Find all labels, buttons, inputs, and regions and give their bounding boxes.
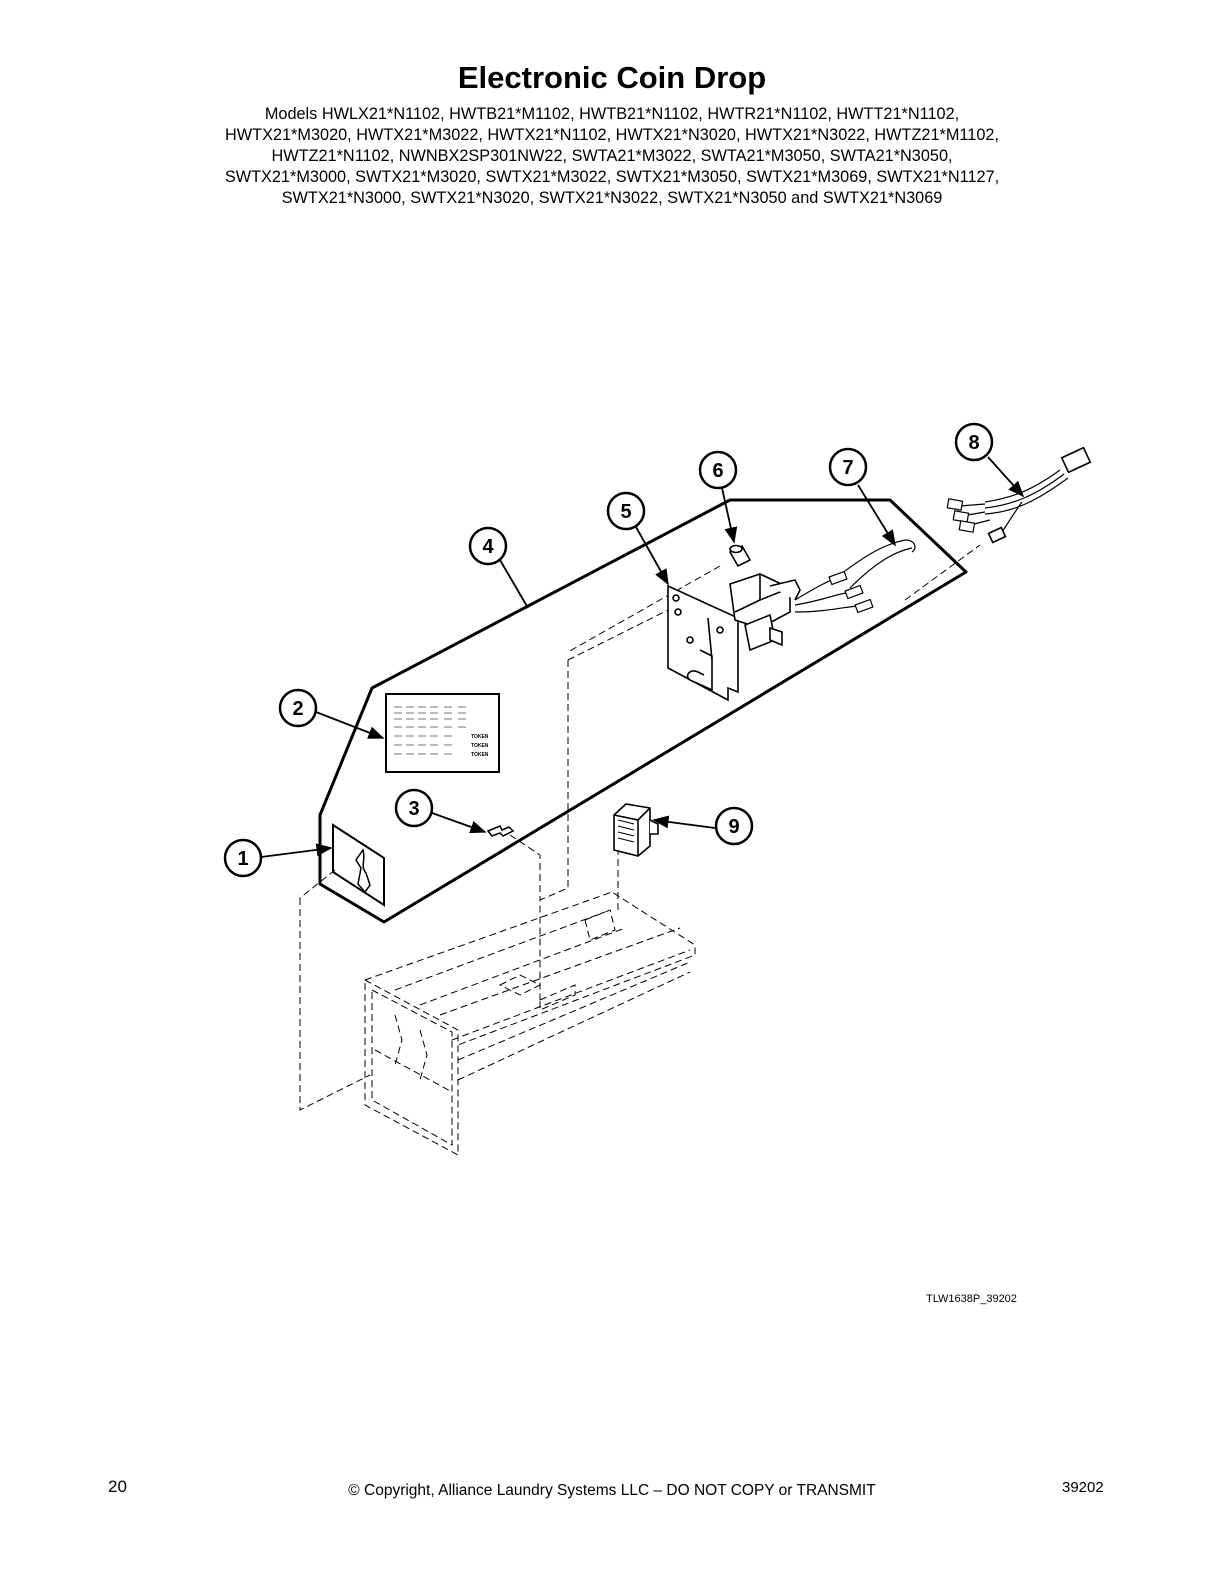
coin-sensor: [613, 803, 659, 857]
callout-number: 6: [712, 460, 723, 482]
model-line: SWTX21*N3000, SWTX21*N3020, SWTX21*N3022…: [281, 189, 943, 207]
callout-number: 1: [237, 848, 248, 870]
coin-slot-decal: [332, 823, 385, 907]
console-panel: [318, 498, 968, 924]
figure-code: TLW1638P_39202: [926, 1293, 1017, 1305]
callout-1: 1: [223, 838, 263, 878]
instruction-label: TOKEN TOKEN TOKEN: [385, 693, 500, 773]
wire-terminals: [794, 539, 916, 614]
callout-7: 7: [828, 447, 868, 487]
assembly-guide-lines: [299, 544, 981, 1156]
callout-9: 9: [714, 806, 754, 846]
retaining-clip: [486, 825, 515, 837]
callout-leaders: [260, 456, 1025, 858]
callout-number: 7: [842, 457, 853, 479]
model-line: HWTX21*M3020, HWTX21*M3022, HWTX21*N1102…: [225, 126, 999, 144]
coin-drop-bracket: [667, 573, 801, 702]
label-token-text: TOKEN: [471, 734, 489, 740]
callout-2: 2: [278, 688, 318, 728]
footer-copyright: © Copyright, Alliance Laundry Systems LL…: [348, 1482, 876, 1499]
footer-page-number: 20: [108, 1477, 127, 1496]
callout-4: 4: [468, 526, 508, 566]
model-line: HWTZ21*N1102, NWNBX2SP301NW22, SWTA21*M3…: [271, 147, 953, 165]
callout-number: 3: [408, 798, 419, 820]
model-list: Models HWLX21*N1102, HWTB21*M1102, HWTB2…: [150, 104, 1074, 209]
callout-number: 9: [728, 816, 739, 838]
model-line: Models HWLX21*N1102, HWTB21*M1102, HWTB2…: [264, 105, 960, 123]
callout-5: 5: [606, 491, 646, 531]
label-token-text: TOKEN: [471, 752, 489, 758]
callout-number: 2: [292, 698, 303, 720]
wire-harness: [946, 446, 1092, 544]
model-line: SWTX21*M3000, SWTX21*M3020, SWTX21*M3022…: [224, 168, 1000, 186]
callout-number: 5: [620, 501, 631, 523]
callout-3: 3: [394, 788, 434, 828]
callout-6: 6: [698, 450, 738, 490]
spacer: [728, 544, 752, 568]
callout-8: 8: [954, 422, 994, 462]
page-title: Electronic Coin Drop: [457, 60, 767, 95]
callout-number: 4: [482, 536, 494, 558]
label-token-text: TOKEN: [471, 743, 489, 749]
footer-doc-number: 39202: [1062, 1479, 1104, 1496]
callout-number: 8: [968, 432, 979, 454]
